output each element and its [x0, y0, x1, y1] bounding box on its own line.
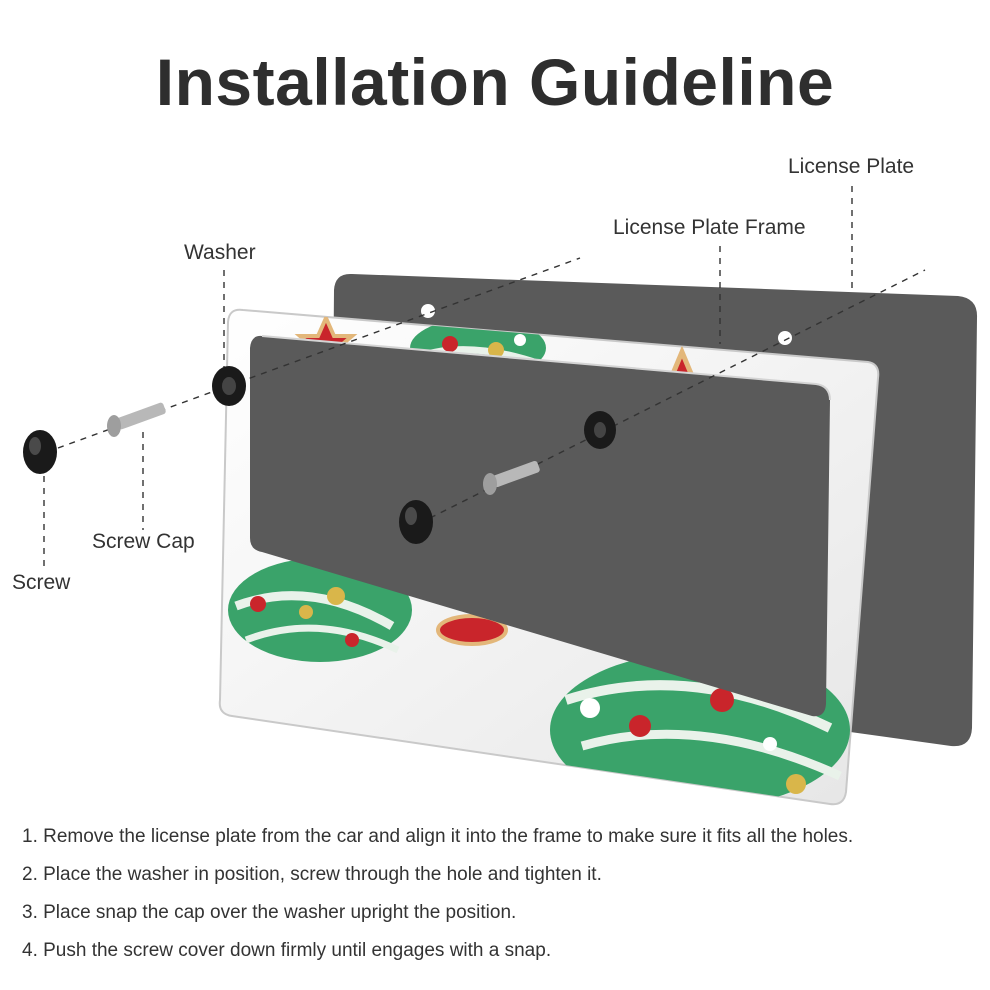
plate-hole — [421, 304, 435, 318]
screw-right — [483, 460, 540, 495]
washer-left — [212, 366, 246, 406]
plate-hole — [778, 331, 792, 345]
step-item: 4. Push the screw cover down firmly unti… — [22, 940, 552, 961]
license-plate-frame — [218, 308, 880, 806]
alignment-lines — [43, 186, 926, 566]
page-title: Installation Guideline — [155, 45, 835, 119]
label-license-plate-frame: License Plate Frame — [613, 216, 806, 239]
installation-steps: 1. Remove the license plate from the car… — [22, 818, 982, 970]
washer-right — [584, 411, 616, 449]
label-license-plate: License Plate — [788, 155, 915, 178]
label-washer: Washer — [184, 241, 256, 264]
step-item: 3. Place snap the cap over the washer up… — [22, 902, 517, 923]
screw-left — [107, 402, 166, 437]
cookie-pattern — [436, 614, 508, 646]
screw-cap-right — [399, 500, 433, 544]
step-item: 1. Remove the license plate from the car… — [22, 826, 854, 847]
label-screw: Screw — [12, 571, 71, 594]
step-item: 2. Place the washer in position, screw t… — [22, 864, 602, 885]
screw-cap-left — [23, 430, 57, 474]
christmas-tree-pattern — [228, 558, 412, 662]
frame-window — [250, 335, 830, 717]
label-screw-cap: Screw Cap — [92, 530, 195, 553]
